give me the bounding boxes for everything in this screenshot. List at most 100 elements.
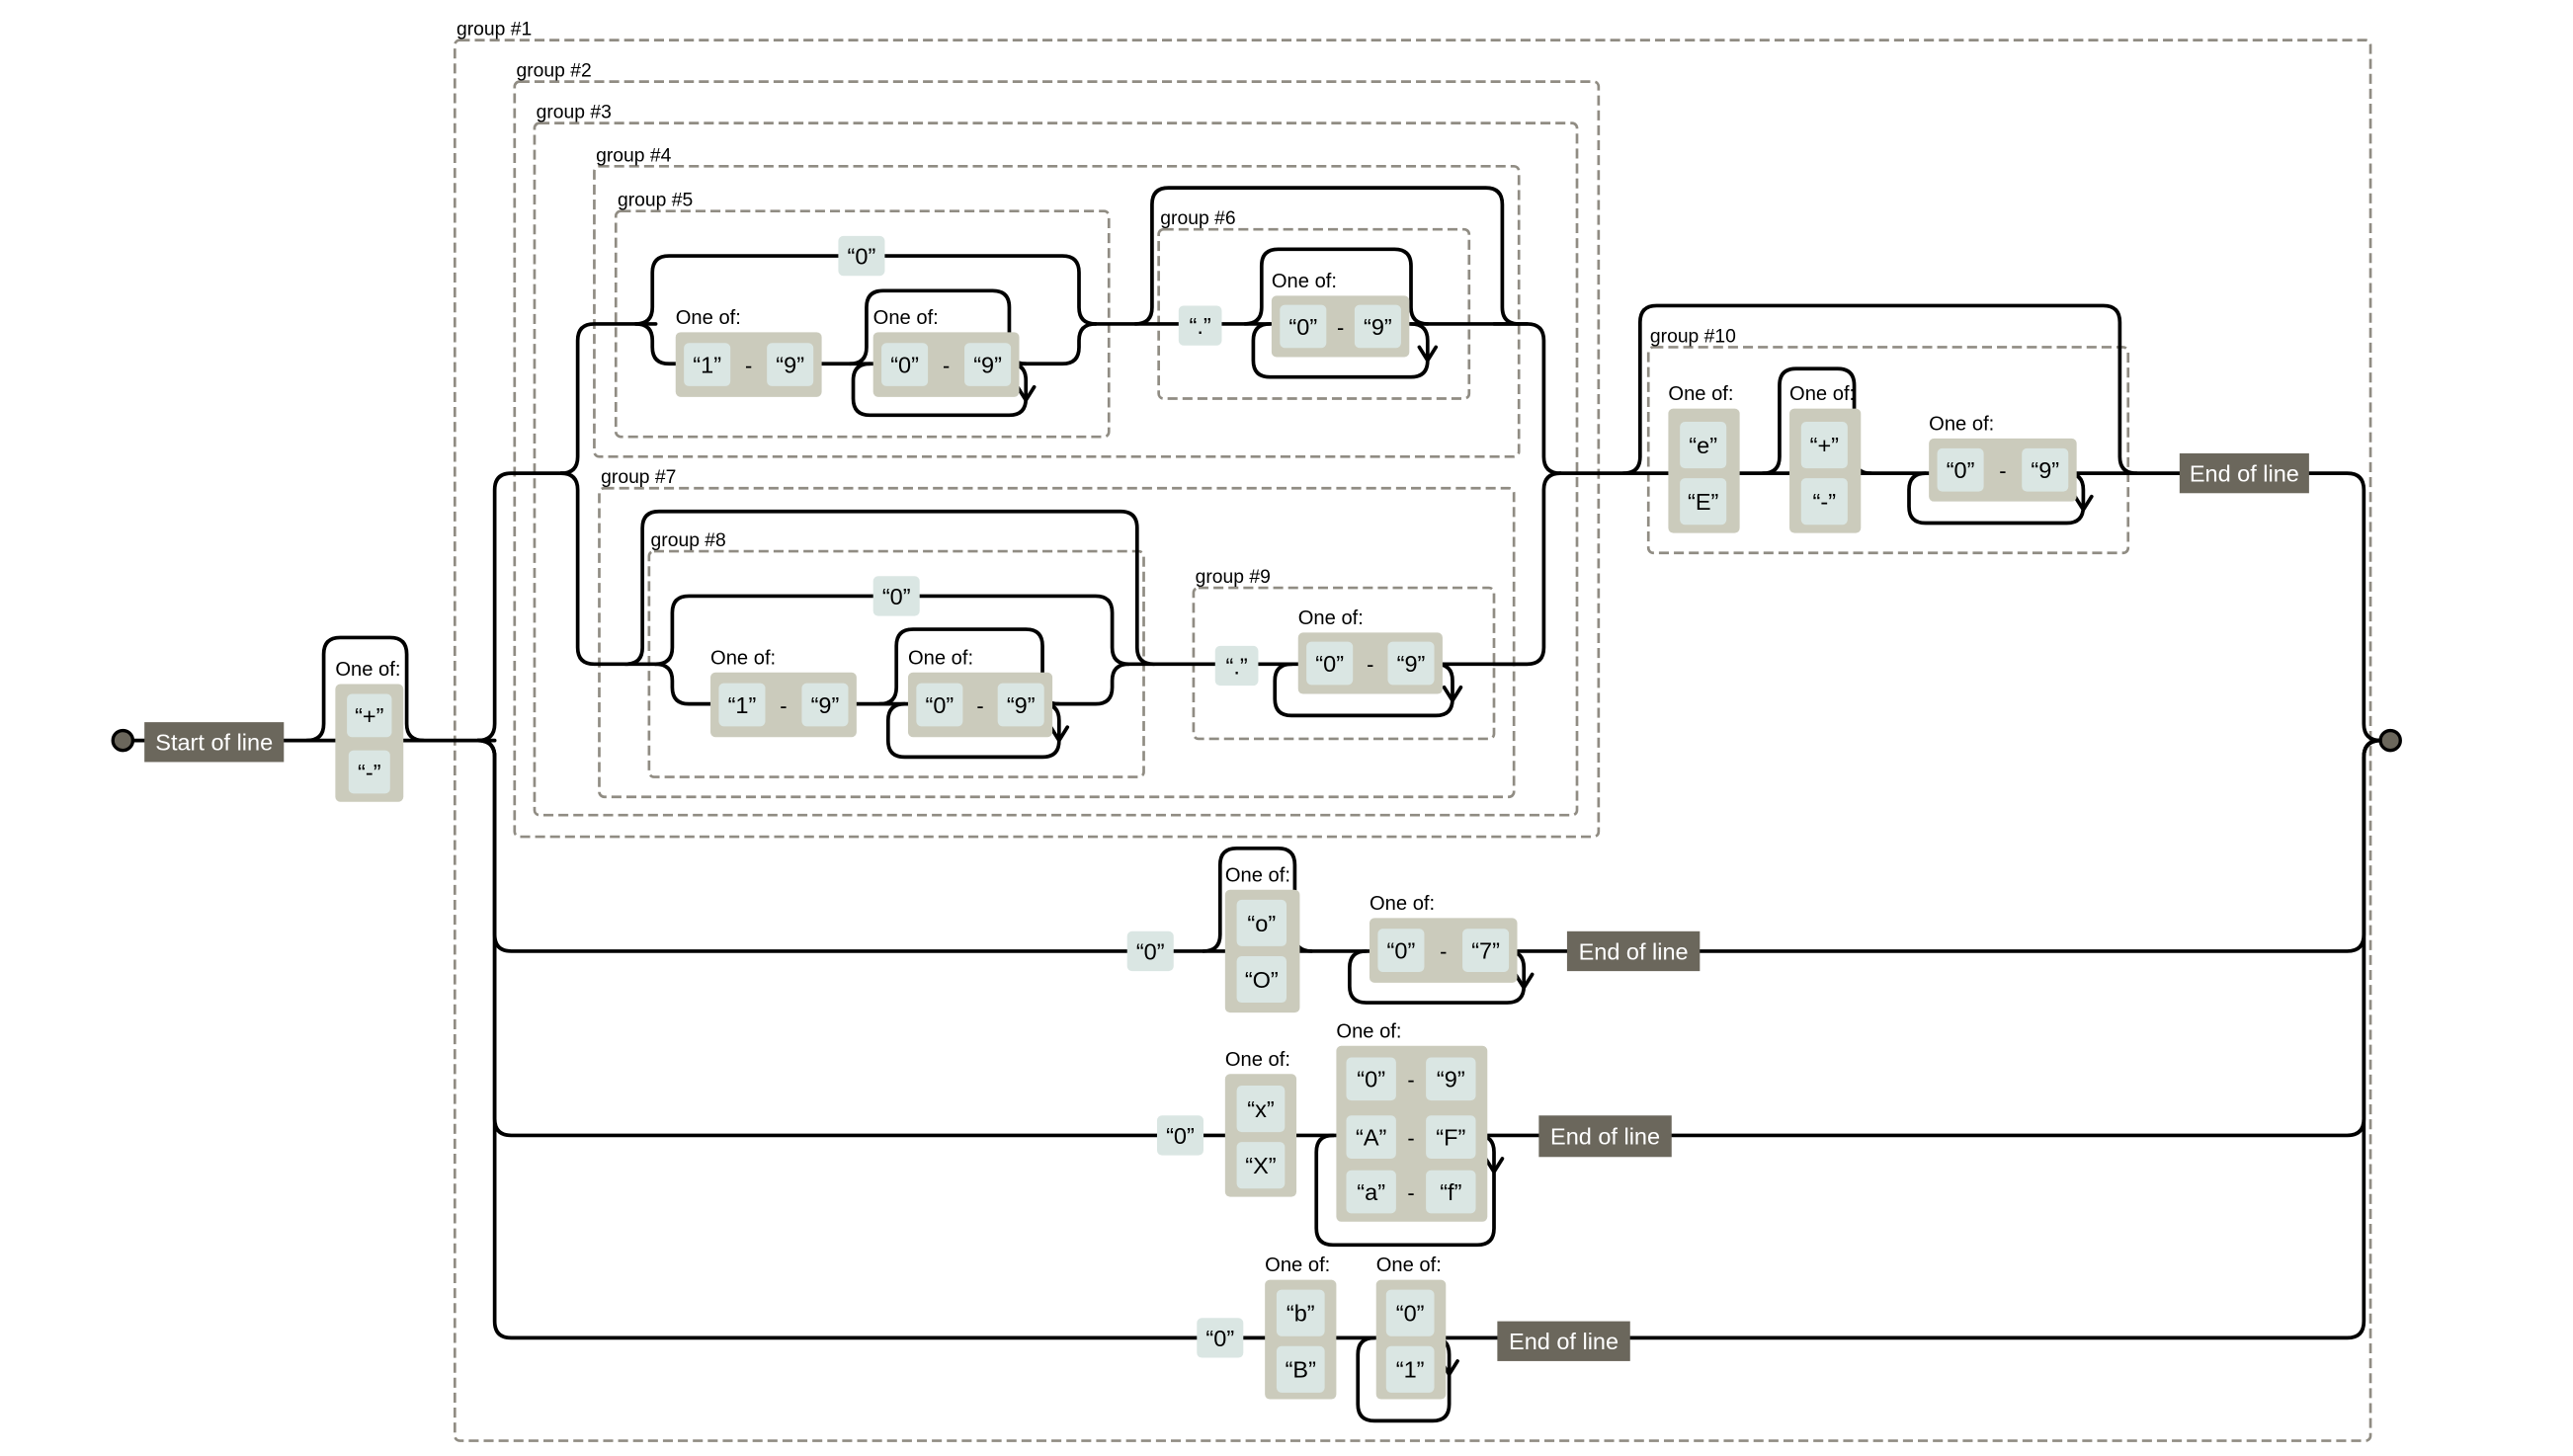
rail-path xyxy=(304,635,426,743)
literal-text: “1” xyxy=(693,352,721,377)
literal-text: “a” xyxy=(1357,1179,1385,1205)
literal-box xyxy=(838,235,885,277)
literal-box xyxy=(1280,304,1327,349)
one-of-label: One of: xyxy=(1272,271,1337,292)
group-box xyxy=(1157,227,1471,400)
rail-path xyxy=(1251,322,1430,379)
start-of-line-label: Start of line xyxy=(155,730,273,756)
end-of-line xyxy=(2179,452,2309,494)
literal-text: “0” xyxy=(848,243,876,269)
literal-box xyxy=(801,683,849,727)
literal-box xyxy=(1800,422,1848,469)
rail-path xyxy=(1907,471,2086,526)
one-of-label: One of: xyxy=(1336,1020,1401,1042)
literal-text: “9” xyxy=(973,352,1002,377)
literal-box xyxy=(1214,645,1259,687)
literal-text: “.” xyxy=(1226,653,1248,679)
literal-text: “+” xyxy=(355,703,383,729)
rail-path xyxy=(1442,685,1463,703)
literal-text: “F” xyxy=(1436,1125,1465,1151)
rail-path xyxy=(1621,303,2139,475)
rail-path xyxy=(1669,738,2382,1138)
literal-box xyxy=(1346,1115,1396,1159)
literal-box xyxy=(997,683,1044,727)
literal-box xyxy=(881,343,929,386)
literal-box xyxy=(1800,478,1848,526)
literal-box xyxy=(347,693,392,738)
rail-path xyxy=(475,738,1129,953)
rail-path xyxy=(917,594,1131,667)
range-dash: - xyxy=(1440,939,1447,964)
rail-path xyxy=(1048,725,1070,743)
rail-path xyxy=(475,738,1159,1138)
literal-box xyxy=(1236,899,1286,946)
one-of-label: One of: xyxy=(1376,1254,1442,1276)
group-label: group #10 xyxy=(1650,326,1736,347)
literal-text: “A” xyxy=(1356,1125,1386,1151)
literal-box xyxy=(1937,447,1984,492)
literal-box xyxy=(1276,1289,1325,1336)
literal-text: “B” xyxy=(1286,1357,1316,1383)
rail-path xyxy=(653,662,712,706)
literal-text: “o” xyxy=(1247,911,1276,936)
rail-path xyxy=(475,738,1200,1340)
literal-text: “9” xyxy=(2031,457,2059,483)
literal-text: “9” xyxy=(1397,651,1426,677)
one-of-label: One of: xyxy=(1298,607,1364,629)
literal-text: “X” xyxy=(1245,1153,1276,1178)
group-box xyxy=(453,39,2372,1442)
literal-text: “f” xyxy=(1440,1179,1461,1205)
literal-text: “9” xyxy=(1437,1067,1465,1092)
literal-box xyxy=(1387,641,1435,686)
rail-path xyxy=(1513,972,1535,990)
one-of-label: One of: xyxy=(676,307,741,329)
group-label: group #2 xyxy=(516,61,591,82)
one-of-label: One of: xyxy=(1370,893,1435,915)
one-of-label: One of: xyxy=(710,647,776,669)
rail-path xyxy=(653,594,875,667)
literal-text: “0” xyxy=(1288,314,1317,340)
group-label: group #8 xyxy=(651,530,726,551)
rail-path xyxy=(1627,738,2382,1340)
end-of-line-label: End of line xyxy=(1509,1329,1618,1354)
literal-box xyxy=(1462,929,1510,972)
range-dash: - xyxy=(1407,1068,1414,1092)
literal-box xyxy=(1377,929,1425,972)
literal-box xyxy=(1236,1142,1286,1189)
one-of-label: One of: xyxy=(335,659,400,681)
range-dash: - xyxy=(780,693,787,718)
literal-box xyxy=(718,683,766,727)
range-dash: - xyxy=(1999,458,2006,483)
one-of-label: One of: xyxy=(873,307,939,329)
end-of-line-label: End of line xyxy=(2190,461,2299,487)
rail-path xyxy=(1050,662,1131,706)
rail-path xyxy=(558,322,658,475)
end-of-line-label: End of line xyxy=(1579,938,1689,964)
range-dash: - xyxy=(1367,652,1373,677)
literal-text: “9” xyxy=(1364,314,1392,340)
literal-box xyxy=(1385,1345,1435,1393)
literal-box xyxy=(1346,1170,1396,1214)
literal-text: “0” xyxy=(1136,938,1165,964)
literal-box xyxy=(1276,1345,1325,1393)
literal-text: “1” xyxy=(728,692,757,718)
literal-text: “e” xyxy=(1689,433,1717,458)
group-label: group #5 xyxy=(618,191,693,211)
literal-box xyxy=(1236,956,1286,1004)
range-dash: - xyxy=(976,693,983,718)
literal-box xyxy=(684,343,731,386)
group-box xyxy=(593,164,1521,458)
group-label: group #7 xyxy=(601,467,676,488)
rail-path xyxy=(633,322,678,366)
group-label: group #9 xyxy=(1196,567,1271,588)
literal-text: “0” xyxy=(1387,938,1416,964)
rail-path xyxy=(851,362,1029,418)
rail-path xyxy=(1483,1157,1505,1174)
range-dash: - xyxy=(1337,315,1344,340)
end-circle-icon xyxy=(2378,728,2402,753)
literal-box xyxy=(1126,930,1174,972)
range-dash: - xyxy=(943,353,950,377)
literal-box xyxy=(1426,1057,1476,1101)
